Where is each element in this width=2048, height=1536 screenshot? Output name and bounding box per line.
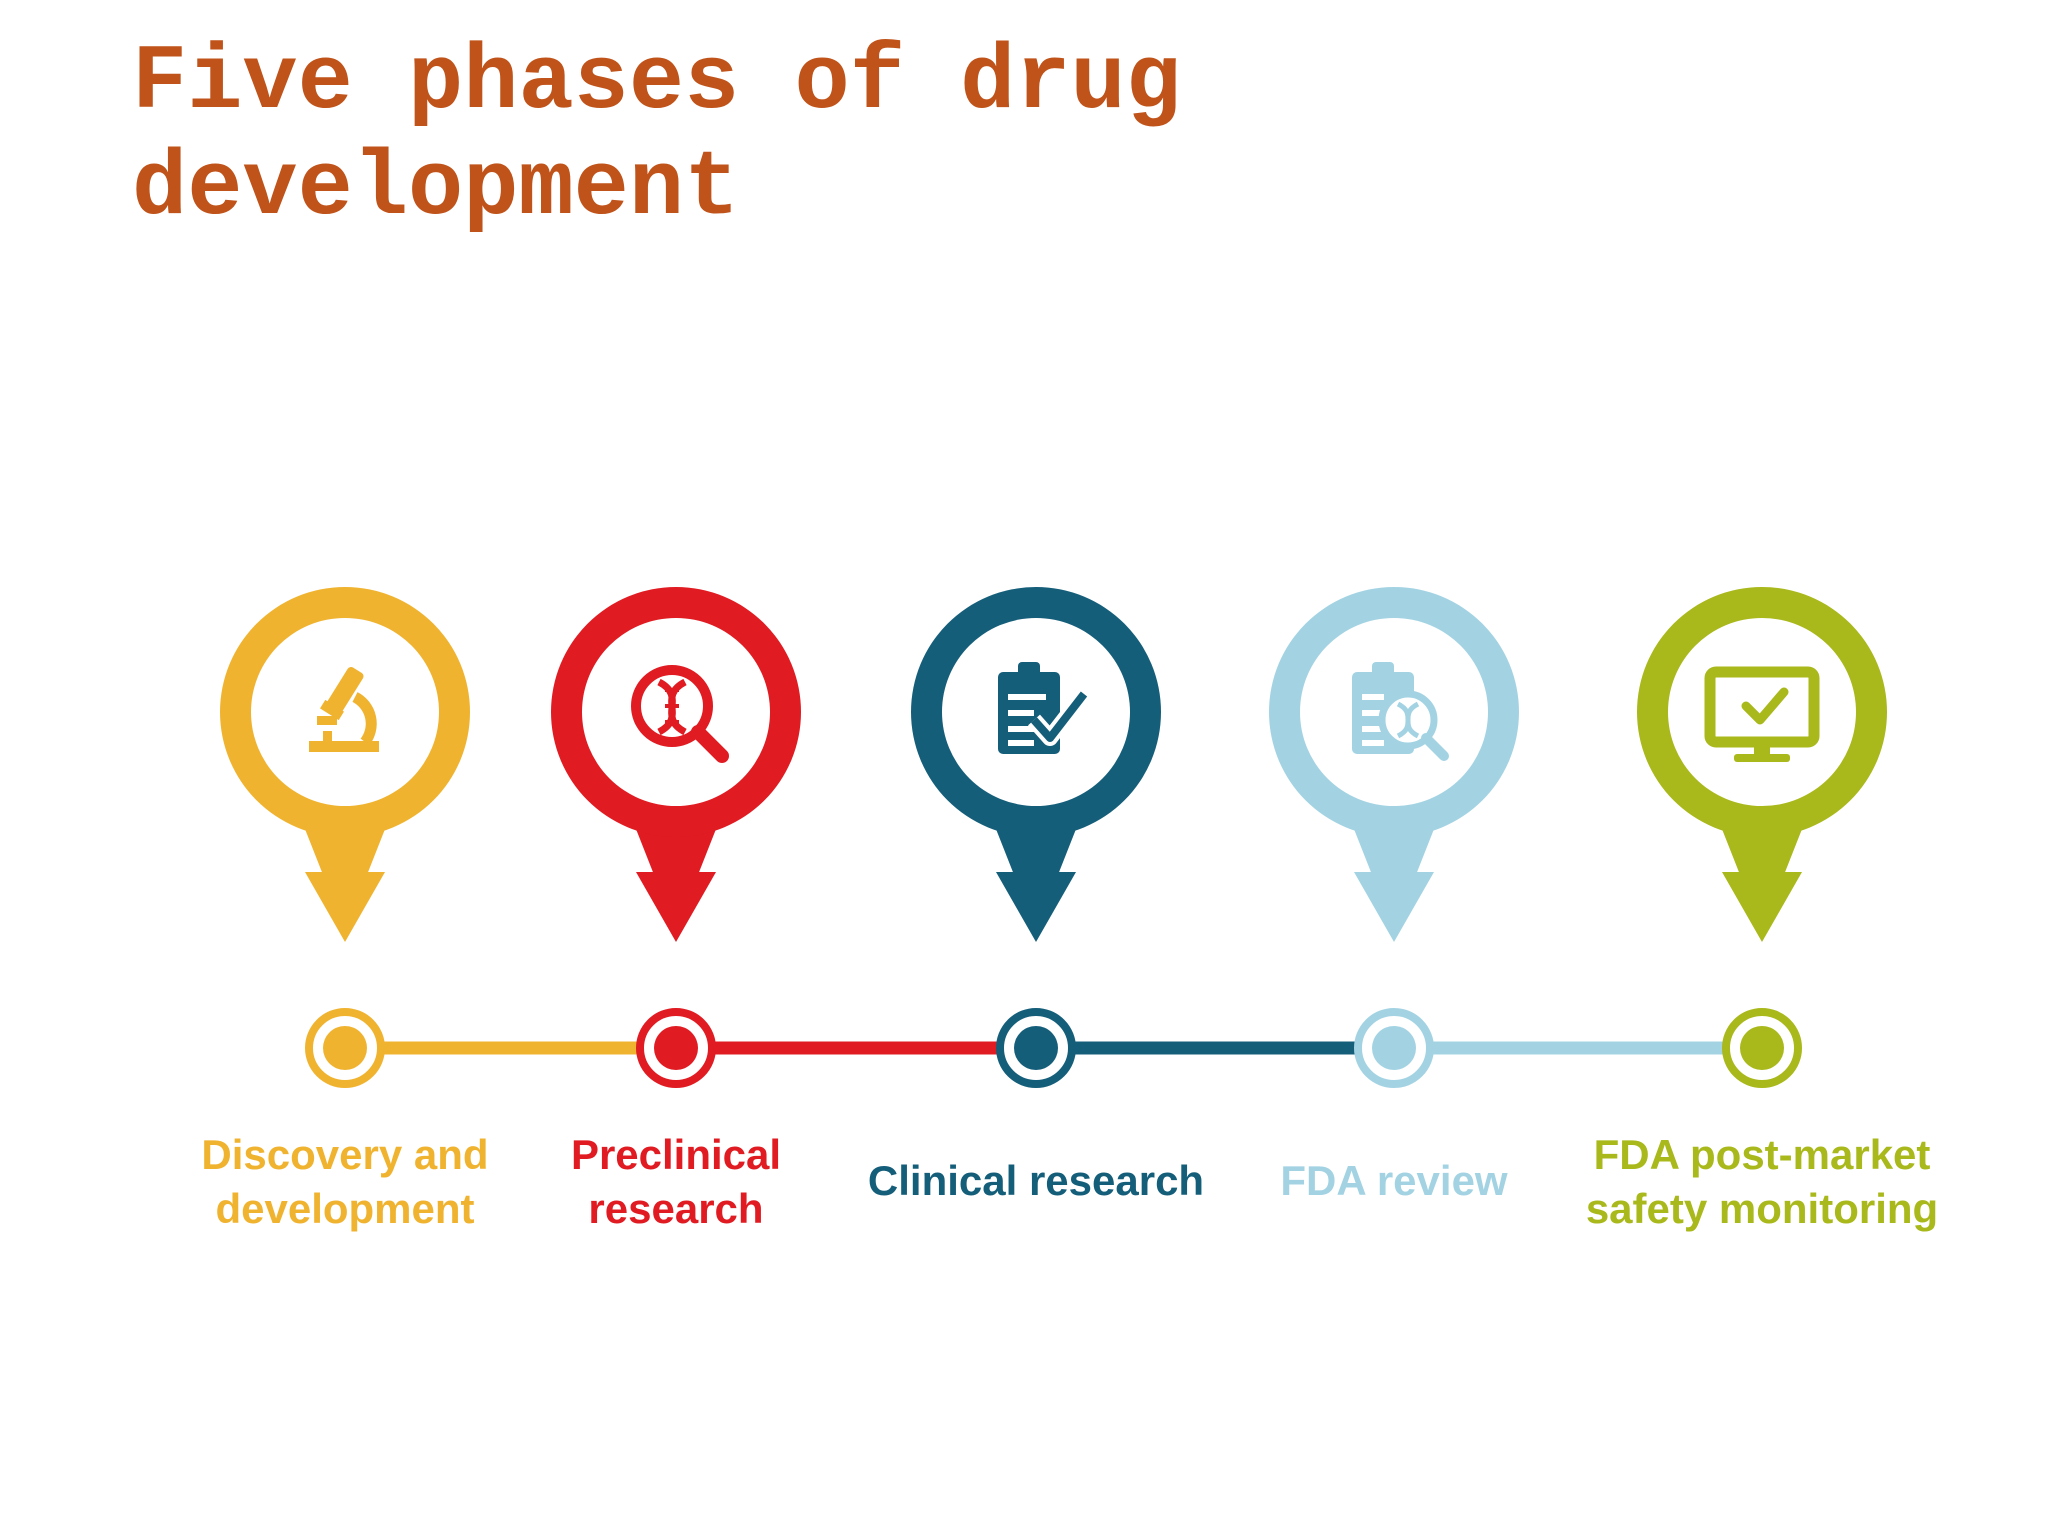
dna-magnifier-icon [631,665,729,763]
title-line-2: development [132,136,740,241]
arrow-down-icon [1354,872,1434,942]
timeline-node [1354,1008,1434,1088]
phase-label-clipboard-dna-search: FDA review [1194,1154,1594,1208]
phase-label-line: FDA post-market [1593,1131,1931,1178]
arrow-down-icon [305,872,385,942]
phase-label-line: Preclinical [570,1131,782,1178]
phase-label-line: FDA review [1280,1157,1508,1204]
phase-label-dna-magnifier: Preclinical research [476,1128,876,1236]
phase-pins [220,587,1887,942]
phase-pin [1637,587,1887,942]
phase-label-line: Clinical research [867,1157,1205,1204]
phase-label-line: safety monitoring [1585,1185,1939,1232]
phase-label-line: development [215,1185,475,1232]
timeline-nodes [305,1008,1802,1088]
phase-label-microscope: Discovery and development [145,1128,545,1236]
arrow-down-icon [636,872,716,942]
phase-label-clipboard-check: Clinical research [836,1154,1236,1208]
node-dot [1372,1026,1416,1070]
clipboard-dna-search-icon [1352,662,1449,761]
timeline-node [996,1008,1076,1088]
timeline-node [305,1008,385,1088]
microscope-icon [309,667,379,752]
clipboard-check-icon [998,662,1091,754]
timeline-node [636,1008,716,1088]
phase-label-monitor-check: FDA post-market safety monitoring [1562,1128,1962,1236]
phase-label-line: research [588,1185,764,1232]
page-title: Five phases of drug development [132,30,1732,242]
arrow-down-icon [996,872,1076,942]
arrow-down-icon [1722,872,1802,942]
node-dot [323,1026,367,1070]
monitor-check-icon [1704,666,1820,762]
phase-pin [1269,587,1519,942]
phase-pin [911,587,1161,942]
node-dot [1014,1026,1058,1070]
phase-pin [551,587,801,942]
phase-label-line: Discovery and [201,1131,489,1178]
node-dot [1740,1026,1784,1070]
pin-face [582,618,770,806]
node-dot [654,1026,698,1070]
phase-pin [220,587,470,942]
pin-face [251,618,439,806]
timeline-node [1722,1008,1802,1088]
title-line-1: Five phases of drug [132,30,1181,135]
